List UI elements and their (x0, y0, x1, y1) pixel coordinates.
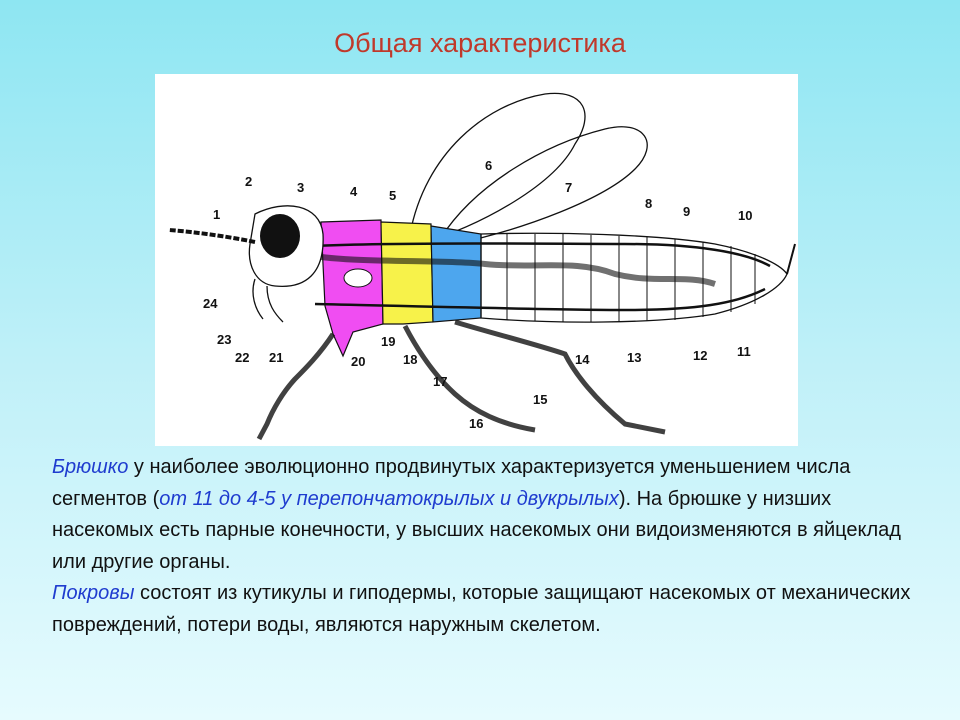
label-6: 6 (485, 158, 492, 173)
midleg (402, 324, 536, 433)
paragraph-abdomen-text-a: у наиболее эволюционно продвинутых харак… (52, 456, 851, 510)
label-5: 5 (389, 188, 396, 203)
label-24: 24 (203, 296, 218, 311)
label-16: 16 (469, 416, 483, 431)
compound-eye (260, 214, 300, 258)
label-8: 8 (645, 196, 652, 211)
digestive-tract (299, 251, 716, 287)
fore-wing (439, 126, 648, 245)
paragraph-abdomen: Брюшко у наиболее эволюционно продвинуты… (52, 452, 912, 578)
antenna (168, 228, 256, 244)
label-11: 11 (737, 344, 751, 359)
label-17: 17 (433, 374, 447, 389)
label-3: 3 (297, 180, 304, 195)
label-20: 20 (351, 354, 365, 369)
label-9: 9 (683, 204, 690, 219)
label-13: 13 (627, 350, 641, 365)
label-10: 10 (738, 208, 752, 223)
label-12: 12 (693, 348, 707, 363)
crop (343, 268, 373, 288)
label-21: 21 (269, 350, 283, 365)
description-text: Брюшко у наиболее эволюционно продвинуты… (52, 452, 912, 641)
term-abdomen: Брюшко (52, 456, 129, 478)
hind-wing (409, 92, 586, 245)
hindleg (454, 319, 666, 435)
ventral-nerve-cord (314, 287, 766, 312)
insect-anatomy-svg: 1 2 3 4 5 6 7 8 9 10 11 12 13 14 15 16 1… (168, 92, 796, 441)
label-2: 2 (245, 174, 252, 189)
label-4: 4 (350, 184, 358, 199)
insect-anatomy-diagram: 1 2 3 4 5 6 7 8 9 10 11 12 13 14 15 16 1… (155, 74, 798, 446)
part-labels: 1 2 3 4 5 6 7 8 9 10 11 12 13 14 15 16 1… (203, 158, 752, 431)
term-integument: Покровы (52, 582, 135, 604)
foreleg (256, 332, 336, 441)
label-14: 14 (575, 352, 590, 367)
ovipositor (786, 243, 796, 275)
label-19: 19 (381, 334, 395, 349)
paragraph-abdomen-text-b: ). На брюшке у низших насекомых есть пар… (52, 487, 901, 573)
paragraph-abdomen-aside: от 11 до 4-5 у перепончатокрылых и двукр… (159, 487, 619, 510)
label-23: 23 (217, 332, 231, 347)
label-1: 1 (213, 207, 220, 222)
abdomen (480, 232, 788, 323)
paragraph-integument-text: состоят из кутикулы и гиподермы, которые… (52, 582, 911, 636)
label-7: 7 (565, 180, 572, 195)
paragraph-integument: Покровы состоят из кутикулы и гиподермы,… (52, 578, 912, 641)
label-22: 22 (235, 350, 249, 365)
mouthparts (252, 278, 284, 323)
label-15: 15 (533, 392, 547, 407)
dorsal-vessel (314, 242, 771, 268)
slide-title: Общая характеристика (334, 28, 626, 58)
label-18: 18 (403, 352, 417, 367)
mesothorax-segment (380, 221, 434, 325)
